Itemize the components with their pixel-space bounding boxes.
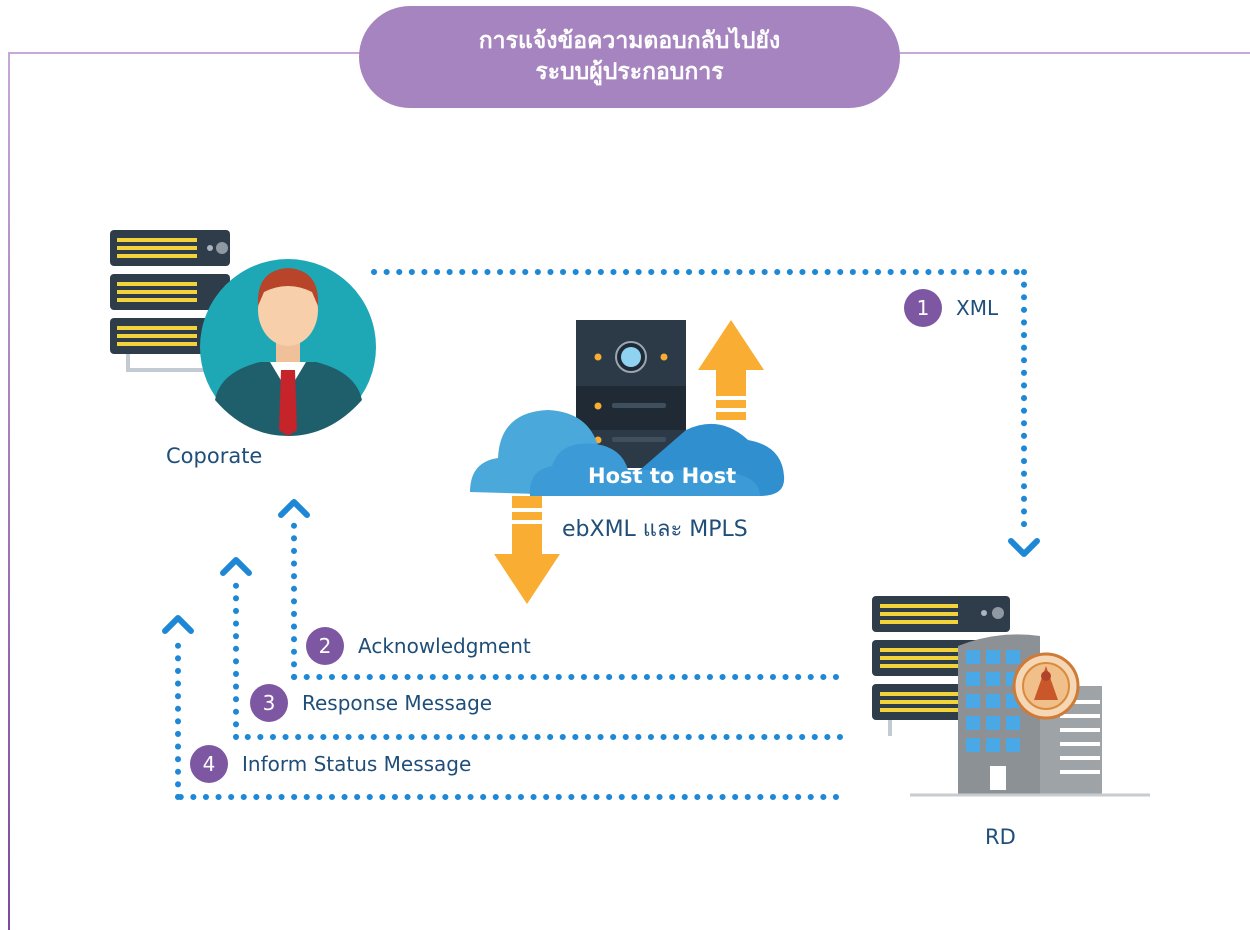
step-badge: 4 xyxy=(190,745,228,783)
acknowledgment-flow-connector xyxy=(278,499,839,680)
step-label: XML xyxy=(956,296,999,320)
frame-left-border xyxy=(8,52,10,930)
step-4: 4 Inform Status Message xyxy=(190,745,471,783)
step-badge: 1 xyxy=(904,289,942,327)
download-arrow-icon xyxy=(494,496,560,604)
step-badge: 2 xyxy=(306,627,344,665)
cloud-icon xyxy=(470,410,785,496)
status-flow-connector xyxy=(162,615,839,800)
step-label: Acknowledgment xyxy=(358,634,531,658)
title-banner: การแจ้งข้อความตอบกลับไปยัง ระบบผู้ประกอบ… xyxy=(359,6,900,108)
step-badge: 3 xyxy=(250,684,288,722)
step-label: Response Message xyxy=(302,691,493,715)
corporate-person-icon xyxy=(200,259,376,436)
host-to-host-label: Host to Host xyxy=(588,464,737,488)
step-3: 3 Response Message xyxy=(250,684,492,722)
title-line-1: การแจ้งข้อความตอบกลับไปยัง xyxy=(478,28,781,54)
response-flow-connector xyxy=(220,557,843,740)
channel-label: ebXML และ MPLS xyxy=(562,517,748,542)
title-line-2: ระบบผู้ประกอบการ xyxy=(535,59,724,85)
rd-label: RD xyxy=(985,825,1016,849)
step-2: 2 Acknowledgment xyxy=(306,627,531,665)
step-label: Inform Status Message xyxy=(242,752,472,776)
xml-flow-connector xyxy=(371,269,1040,557)
corporate-label: Coporate xyxy=(166,444,263,468)
rd-emblem-icon xyxy=(1012,652,1080,720)
host-server-icon xyxy=(576,320,686,468)
step-1: 1 XML xyxy=(904,289,998,327)
upload-arrow-icon xyxy=(698,320,764,420)
